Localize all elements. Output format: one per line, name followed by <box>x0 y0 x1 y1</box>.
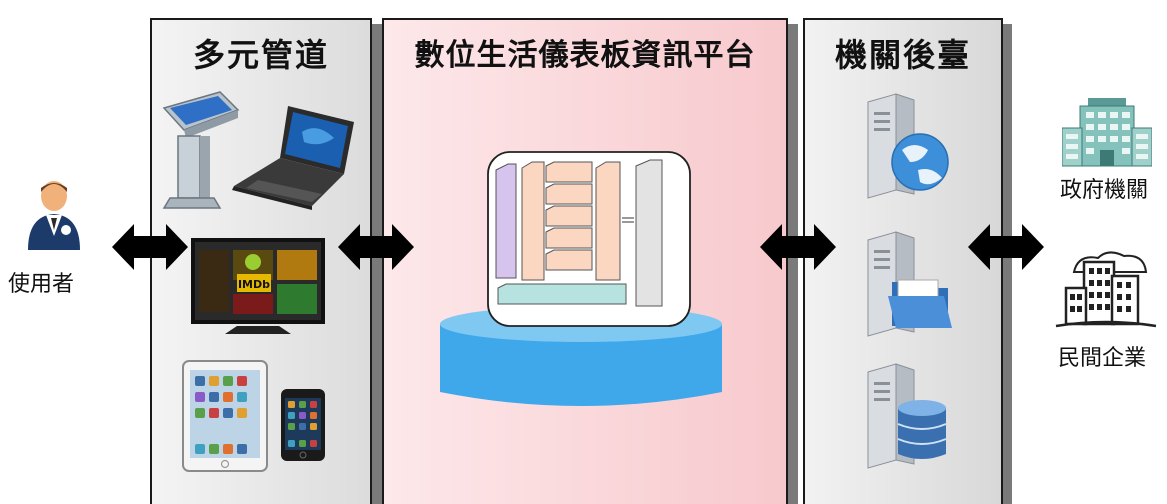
platform-backend-arrow <box>760 224 836 270</box>
platform-panel-shadow <box>788 24 798 504</box>
platform-title: 數位生活儀表板資訊平台 <box>414 38 756 73</box>
backend-panel-shadow <box>1003 24 1012 504</box>
channels-platform-arrow <box>338 224 414 270</box>
backend-title: 機關後臺 <box>834 36 971 74</box>
channels-panel-shadow <box>372 24 382 504</box>
database-server-icon <box>858 362 954 472</box>
channels-title: 多元管道 <box>192 36 329 74</box>
government-building-icon <box>1062 94 1152 170</box>
module-block-peach-left <box>521 161 545 281</box>
tv-imdb-text: IMDb <box>238 278 270 291</box>
module-block-teal <box>497 283 627 305</box>
database-cylinder-body <box>440 324 722 406</box>
backend-external-arrow <box>968 224 1044 270</box>
government-label: 政府機關 <box>1060 178 1149 203</box>
web-server-icon <box>858 92 954 202</box>
module-block-gray <box>635 159 663 307</box>
file-server-icon <box>858 230 954 340</box>
tablet-icon <box>182 360 268 472</box>
user-label: 使用者 <box>8 272 75 297</box>
platform-architecture <box>436 148 726 412</box>
laptop-icon <box>232 102 360 210</box>
module-block-purple <box>495 163 517 279</box>
enterprise-label: 民間企業 <box>1058 346 1147 371</box>
enterprise-building-icon <box>1054 248 1158 332</box>
user-channels-arrow <box>112 224 188 270</box>
module-block-peach-right <box>595 161 621 281</box>
kiosk-icon <box>160 88 242 212</box>
user-icon <box>22 178 86 250</box>
module-stack <box>545 161 593 271</box>
platform-panel: 數位生活儀表板資訊平台 <box>382 18 788 504</box>
smart-tv-icon: IMDb <box>191 238 327 340</box>
smartphone-icon <box>280 388 326 462</box>
